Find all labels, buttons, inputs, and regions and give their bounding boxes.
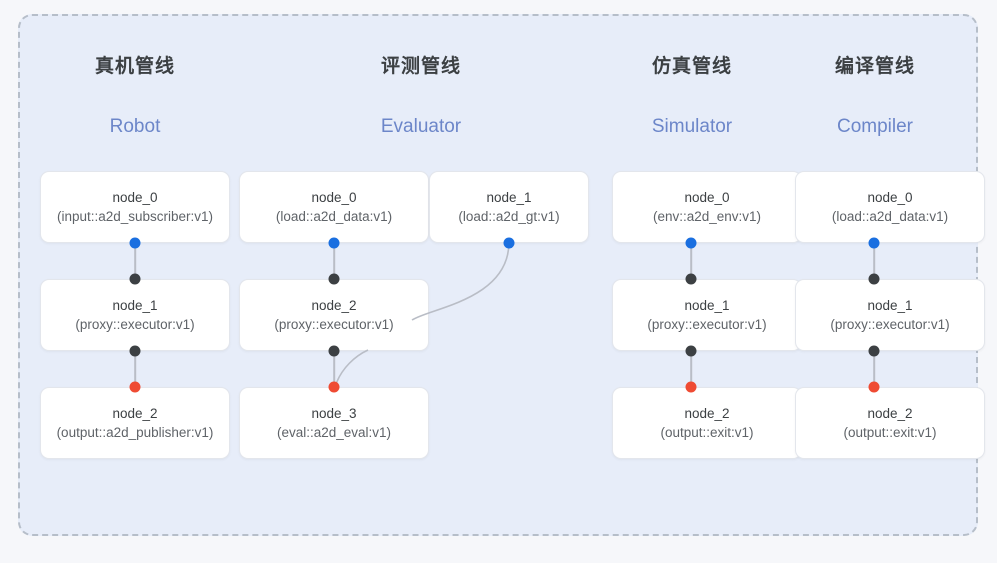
node-name: node_1	[684, 298, 730, 313]
port-output-compiler-1[interactable]	[868, 345, 880, 357]
port-input-evaluator-2[interactable]	[328, 273, 340, 285]
port-output-evaluator-gt[interactable]	[503, 237, 515, 249]
port-output-compiler-0[interactable]	[868, 237, 880, 249]
node-type: (eval::a2d_eval:v1)	[276, 425, 392, 440]
column-compiler: 编译管线 Compiler	[780, 55, 970, 139]
node-name: node_0	[684, 190, 730, 205]
column-title-cn-simulator: 仿真管线	[651, 56, 732, 77]
port-output-simulator-0[interactable]	[685, 237, 697, 249]
port-input-evaluator-3[interactable]	[328, 381, 340, 393]
node-name: node_0	[311, 190, 357, 205]
node-type: (output::a2d_publisher:v1)	[56, 425, 214, 440]
column-title-en-evaluator: Evaluator	[380, 116, 462, 137]
node-robot-2[interactable]: node_2 (output::a2d_publisher:v1)	[40, 387, 230, 459]
column-simulator: 仿真管线 Simulator	[597, 55, 787, 139]
port-input-simulator-2[interactable]	[685, 381, 697, 393]
node-robot-0[interactable]: node_0 (input::a2d_subscriber:v1)	[40, 171, 230, 243]
port-output-robot-1[interactable]	[129, 345, 141, 357]
node-type: (proxy::executor:v1)	[830, 317, 950, 332]
column-title-en-robot: Robot	[109, 116, 161, 137]
node-robot-1[interactable]: node_1 (proxy::executor:v1)	[40, 279, 230, 351]
node-type: (load::a2d_data:v1)	[275, 209, 393, 224]
edge-simulator-1-2	[690, 351, 692, 387]
node-evaluator-0[interactable]: node_0 (load::a2d_data:v1)	[239, 171, 429, 243]
edge-robot-1-2	[134, 351, 136, 387]
node-compiler-2[interactable]: node_2 (output::exit:v1)	[795, 387, 985, 459]
port-output-evaluator-0[interactable]	[328, 237, 340, 249]
column-title-cn-compiler: 编译管线	[834, 56, 915, 77]
node-name: node_3	[311, 406, 357, 421]
node-evaluator-3[interactable]: node_3 (eval::a2d_eval:v1)	[239, 387, 429, 459]
node-evaluator-2[interactable]: node_2 (proxy::executor:v1)	[239, 279, 429, 351]
node-type: (proxy::executor:v1)	[274, 317, 394, 332]
column-title-cn-robot: 真机管线	[94, 56, 175, 77]
edge-evaluator-2-3	[333, 351, 335, 387]
edge-simulator-0-1	[690, 243, 692, 279]
node-name: node_0	[867, 190, 913, 205]
port-output-simulator-1[interactable]	[685, 345, 697, 357]
edge-evaluator-0-2	[333, 243, 335, 279]
edge-compiler-1-2	[873, 351, 875, 387]
node-simulator-2[interactable]: node_2 (output::exit:v1)	[612, 387, 802, 459]
node-type: (output::exit:v1)	[843, 425, 937, 440]
port-input-compiler-1[interactable]	[868, 273, 880, 285]
port-input-robot-1[interactable]	[129, 273, 141, 285]
node-name: node_2	[112, 406, 158, 421]
port-output-evaluator-2[interactable]	[328, 345, 340, 357]
node-name: node_2	[867, 406, 913, 421]
node-type: (proxy::executor:v1)	[647, 317, 767, 332]
edge-compiler-0-1	[873, 243, 875, 279]
node-type: (output::exit:v1)	[660, 425, 754, 440]
node-type: (load::a2d_gt:v1)	[458, 209, 560, 224]
node-type: (env::a2d_env:v1)	[652, 209, 762, 224]
port-input-robot-2[interactable]	[129, 381, 141, 393]
port-input-compiler-2[interactable]	[868, 381, 880, 393]
node-name: node_2	[684, 406, 730, 421]
node-name: node_0	[112, 190, 158, 205]
node-type: (input::a2d_subscriber:v1)	[56, 209, 214, 224]
node-simulator-1[interactable]: node_1 (proxy::executor:v1)	[612, 279, 802, 351]
node-simulator-0[interactable]: node_0 (env::a2d_env:v1)	[612, 171, 802, 243]
column-title-en-simulator: Simulator	[651, 116, 733, 137]
column-evaluator: 评测管线 Evaluator	[326, 55, 516, 139]
node-name: node_1	[867, 298, 913, 313]
node-name: node_2	[311, 298, 357, 313]
node-compiler-1[interactable]: node_1 (proxy::executor:v1)	[795, 279, 985, 351]
node-name: node_1	[486, 190, 532, 205]
node-compiler-0[interactable]: node_0 (load::a2d_data:v1)	[795, 171, 985, 243]
node-type: (load::a2d_data:v1)	[831, 209, 949, 224]
node-evaluator-gt[interactable]: node_1 (load::a2d_gt:v1)	[429, 171, 589, 243]
port-output-robot-0[interactable]	[129, 237, 141, 249]
node-type: (proxy::executor:v1)	[75, 317, 195, 332]
column-robot: 真机管线 Robot	[40, 55, 230, 139]
column-title-cn-evaluator: 评测管线	[380, 56, 461, 77]
node-name: node_1	[112, 298, 158, 313]
column-title-en-compiler: Compiler	[836, 116, 914, 137]
port-input-simulator-1[interactable]	[685, 273, 697, 285]
edge-robot-0-1	[134, 243, 136, 279]
